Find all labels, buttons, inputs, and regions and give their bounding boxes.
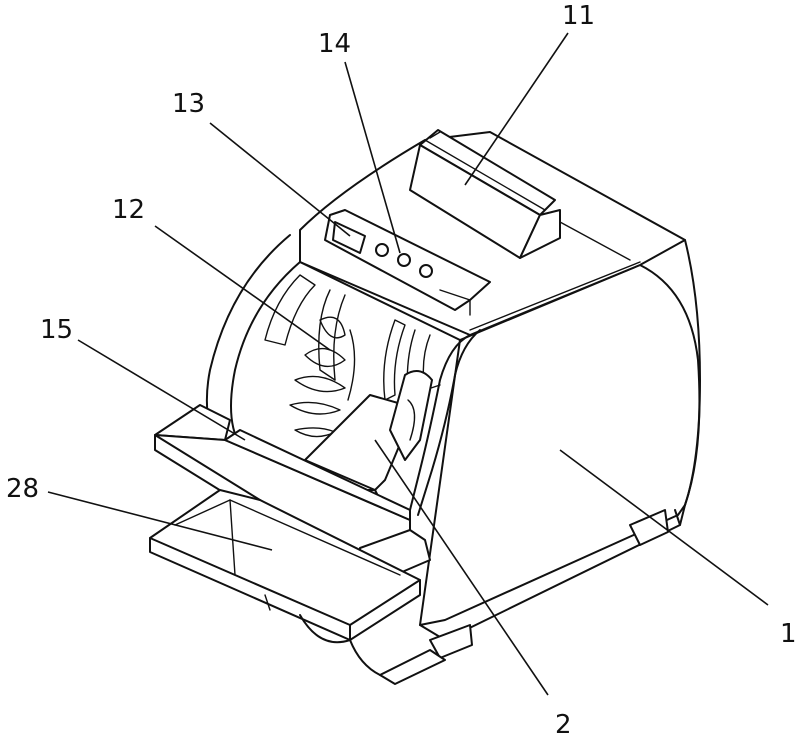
reference-numerals: 11 14 13 12 15 28 2 1 bbox=[6, 1, 797, 740]
leader-28 bbox=[47, 491, 273, 551]
label-main-body: 1 bbox=[780, 619, 797, 649]
feed-wheel-blade-3 bbox=[294, 375, 346, 393]
label-front-stacker: 28 bbox=[6, 474, 39, 504]
leader-15 bbox=[77, 339, 246, 441]
leader-2 bbox=[374, 439, 549, 696]
label-outlet-tray: 2 bbox=[555, 710, 572, 740]
leader-1 bbox=[559, 449, 769, 606]
leader-14 bbox=[344, 61, 401, 254]
label-control-buttons: 14 bbox=[318, 29, 351, 59]
label-feed-wheel: 12 bbox=[112, 195, 145, 225]
control-button-3 bbox=[419, 264, 433, 278]
display-panel bbox=[409, 129, 561, 259]
front-stacker bbox=[149, 489, 446, 685]
label-display-panel: 11 bbox=[562, 1, 595, 31]
control-button-1 bbox=[375, 243, 389, 257]
label-inlet-tray: 15 bbox=[40, 315, 73, 345]
feed-wheel-blade-4 bbox=[289, 401, 341, 415]
feed-wheel-blade-1 bbox=[319, 316, 346, 339]
leader-12 bbox=[154, 225, 331, 351]
control-button-2 bbox=[397, 253, 411, 267]
inlet-tray bbox=[154, 404, 431, 581]
feed-wheel-blade-2 bbox=[304, 347, 346, 368]
feed-cavity bbox=[264, 261, 461, 438]
main-body-housing bbox=[205, 131, 701, 659]
label-indicator-screen: 13 bbox=[172, 89, 205, 119]
leader-lines bbox=[47, 32, 769, 696]
leader-13 bbox=[209, 122, 351, 237]
leader-11 bbox=[464, 32, 569, 186]
